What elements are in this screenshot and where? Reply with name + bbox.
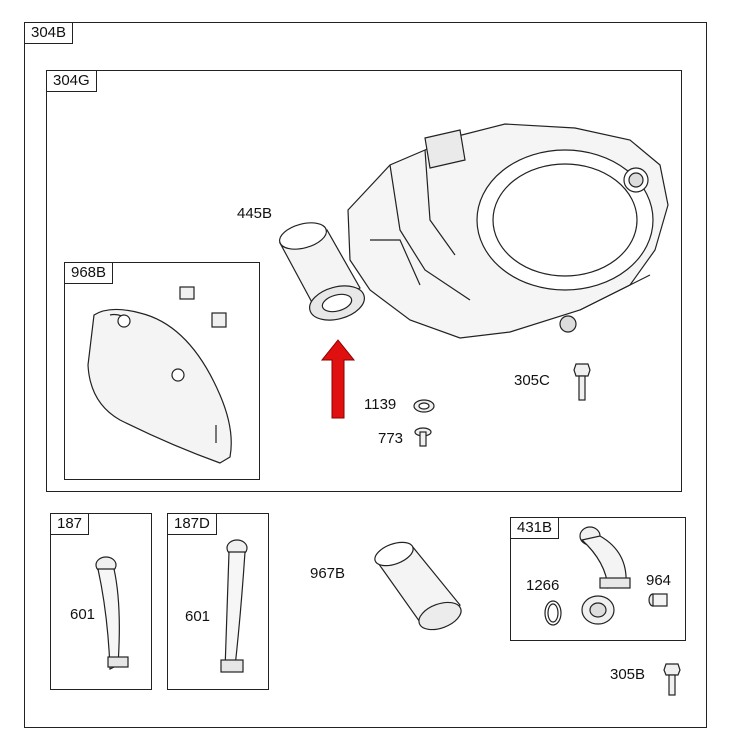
- group-187-frame: 187: [50, 513, 152, 690]
- group-187-label: 187: [50, 513, 90, 535]
- part-label-1266: 1266: [526, 577, 560, 594]
- oring-1266-illustration: [544, 600, 562, 626]
- part-label-601-right: 601: [185, 608, 211, 625]
- pin-773-illustration: [414, 427, 432, 447]
- red-arrow-icon: [320, 339, 356, 419]
- air-filter-cylinder-445b: [279, 222, 365, 321]
- filter-967b-illustration: [374, 541, 462, 631]
- part-label-601-left: 601: [70, 606, 96, 623]
- tube-187d-illustration: [220, 539, 248, 673]
- part-label-964: 964: [646, 572, 672, 589]
- part-label-1139: 1139: [364, 396, 397, 413]
- part-label-967b: 967B: [310, 565, 346, 582]
- group-304g-label: 304G: [46, 70, 97, 92]
- group-968b-frame: 968B: [64, 262, 260, 480]
- plug-964-illustration: [648, 593, 668, 607]
- group-187d-label: 187D: [167, 513, 217, 535]
- group-431b-frame: 431B: [510, 517, 686, 641]
- part-label-445b: 445B: [237, 205, 273, 222]
- bolt-305c-illustration: [573, 363, 591, 401]
- cover-968b-illustration: [87, 286, 232, 464]
- group-304b-label: 304B: [24, 22, 74, 44]
- group-431b-label: 431B: [510, 517, 560, 539]
- bolt-305b-illustration: [663, 663, 681, 696]
- tube-187-illustration: [95, 556, 129, 670]
- group-968b-label: 968B: [64, 262, 114, 284]
- group-304g-frame: 304G: [46, 70, 682, 492]
- part-label-305b: 305B: [610, 666, 646, 683]
- group-304b-frame: 304B: [24, 22, 707, 728]
- elbow-431b-illustration: [579, 526, 631, 625]
- group-187d-frame: 187D: [167, 513, 269, 690]
- part-label-305c: 305C: [514, 372, 550, 389]
- part-label-773: 773: [378, 430, 404, 447]
- washer-1139-illustration: [413, 399, 435, 413]
- blower-housing-illustration: [347, 123, 669, 339]
